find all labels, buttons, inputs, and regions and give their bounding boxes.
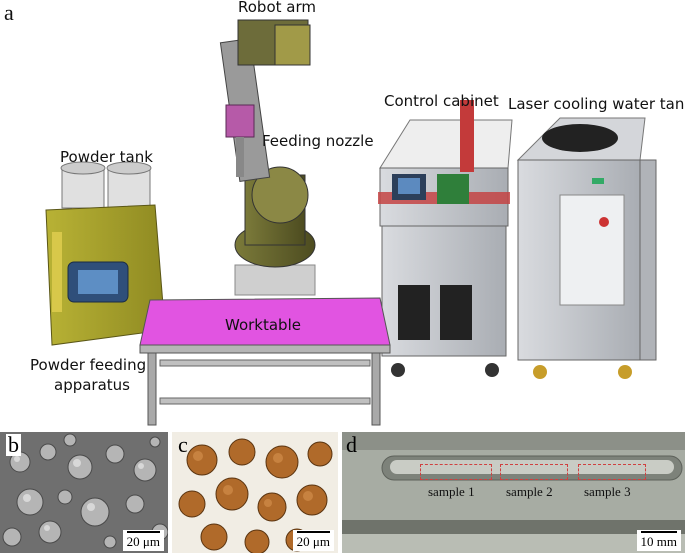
- sample-3-box: [578, 464, 646, 480]
- powder-feeding-apparatus: [45, 161, 166, 346]
- scale-bar-c: 20 μm: [292, 530, 334, 551]
- scale-label-d: 10 mm: [640, 534, 677, 549]
- label-powder-feeding-1: Powder feeding: [30, 356, 147, 374]
- sample-2-label: sample 2: [506, 484, 553, 499]
- optical-powder-image: [172, 432, 338, 553]
- label-control-cabinet: Control cabinet: [384, 92, 499, 110]
- panel-letter-d: d: [346, 432, 357, 457]
- sample-2-box: [500, 464, 568, 480]
- panel-b: b 20 μm: [0, 432, 168, 553]
- panel-c: c 20 μm: [172, 432, 338, 553]
- label-robot-arm: Robot arm: [238, 0, 316, 16]
- sample-1-box: [420, 464, 492, 480]
- control-cabinet: [378, 100, 513, 377]
- worktable: [139, 297, 391, 426]
- label-feeding-nozzle: Feeding nozzle: [262, 132, 374, 150]
- sample-1-label: sample 1: [428, 484, 475, 499]
- equipment-illustration: [45, 19, 657, 426]
- scale-bar-d: 10 mm: [636, 530, 681, 551]
- panel-d: d sample 1 sample 2 sample 3 10 mm: [342, 432, 685, 553]
- laser-cooling-water-tank: [516, 117, 657, 379]
- scale-label-c: 20 μm: [296, 534, 330, 549]
- label-powder-feeding-2: apparatus: [54, 376, 130, 394]
- scale-label-b: 20 μm: [126, 534, 160, 549]
- label-powder-tank: Powder tank: [60, 148, 153, 166]
- panel-letter-a: a: [4, 0, 14, 25]
- label-worktable: Worktable: [225, 316, 301, 334]
- panel-letter-c: c: [178, 432, 188, 457]
- label-laser-cooling-tank: Laser cooling water tank: [508, 95, 685, 113]
- deposited-sample-image: [342, 432, 685, 553]
- panel-a: a Robot arm Feeding nozzle Control cabin…: [4, 0, 685, 426]
- robot-arm: [219, 19, 316, 296]
- sample-3-label: sample 3: [584, 484, 631, 499]
- scale-bar-b: 20 μm: [122, 530, 164, 551]
- panel-letter-b: b: [6, 432, 21, 457]
